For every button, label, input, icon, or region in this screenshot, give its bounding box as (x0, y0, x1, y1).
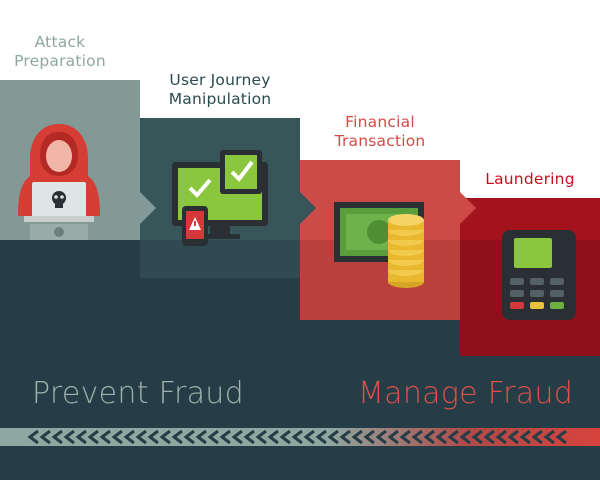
chevron-mark (291, 429, 303, 445)
chevron-mark (399, 429, 411, 445)
chevron-mark (147, 429, 159, 445)
banknote-coins-stack-icon (334, 202, 432, 288)
chevron-mark (555, 429, 567, 445)
prevent-fraud-label: Prevent Fraud (32, 376, 244, 411)
chevron-band (0, 428, 600, 446)
chevron-mark (303, 429, 315, 445)
chevron-mark (387, 429, 399, 445)
chevron-mark (519, 429, 531, 445)
chevron-mark (27, 429, 39, 445)
chevron-mark (87, 429, 99, 445)
chevron-mark (231, 429, 243, 445)
devices-checkmarks-warning-icon (170, 150, 274, 248)
stage-label-laundering: Laundering (485, 170, 575, 188)
chevron-mark (267, 429, 279, 445)
chevron-mark (507, 429, 519, 445)
chevron-mark (99, 429, 111, 445)
stage-label-user-journey-manipulation: User Journey Manipulation (168, 71, 272, 108)
chevron-mark (183, 429, 195, 445)
chevron-mark (63, 429, 75, 445)
chevron-mark (411, 429, 423, 445)
chevron-mark (351, 429, 363, 445)
chevron-mark (159, 429, 171, 445)
connector-arrow-3 (460, 192, 476, 224)
chevron-mark (423, 429, 435, 445)
chevron-mark (543, 429, 555, 445)
chevron-mark (531, 429, 543, 445)
chevron-mark (111, 429, 123, 445)
hacker-reflection (24, 224, 94, 244)
chevron-mark (255, 429, 267, 445)
chevron-mark (75, 429, 87, 445)
chevron-mark (171, 429, 183, 445)
hooded-hacker-laptop-skull-icon (14, 118, 104, 228)
chevron-mark (219, 429, 231, 445)
stage-panel-user-journey-lower (140, 240, 300, 278)
chevron-mark (123, 429, 135, 445)
manage-fraud-label: Manage Fraud (358, 376, 574, 411)
chevron-mark (459, 429, 471, 445)
chevron-mark (471, 429, 483, 445)
chevron-mark (279, 429, 291, 445)
stage-label-financial-transaction: Financial Transaction (334, 113, 426, 150)
chevron-mark (315, 429, 327, 445)
chevron-mark (51, 429, 63, 445)
chevron-mark (483, 429, 495, 445)
chevron-mark (495, 429, 507, 445)
chevron-mark (207, 429, 219, 445)
connector-arrow-1 (140, 192, 156, 224)
chevron-mark (327, 429, 339, 445)
chevron-mark (447, 429, 459, 445)
chevron-mark (195, 429, 207, 445)
chevron-mark (243, 429, 255, 445)
chevron-mark (39, 429, 51, 445)
chevron-mark (339, 429, 351, 445)
chevron-mark (375, 429, 387, 445)
chevron-mark (135, 429, 147, 445)
chevron-mark (363, 429, 375, 445)
connector-arrow-2 (300, 192, 316, 224)
payment-terminal-icon (502, 230, 576, 320)
chevron-mark (435, 429, 447, 445)
stage-label-attack-preparation: Attack Preparation (14, 33, 106, 70)
